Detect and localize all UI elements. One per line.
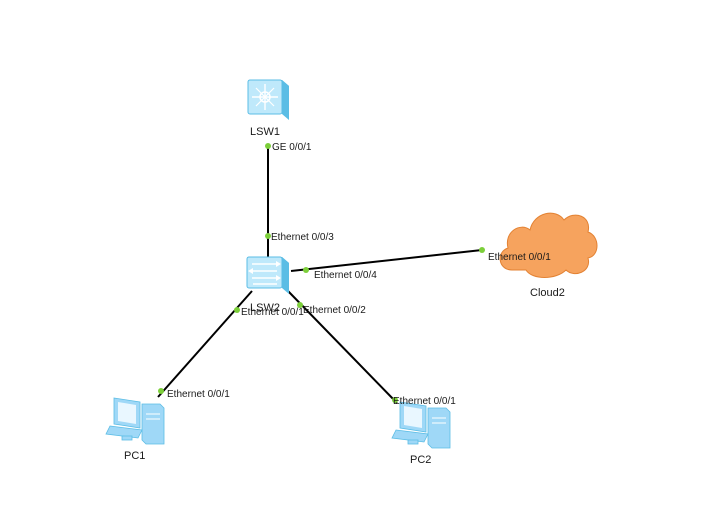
port-dot-lsw2-e001: [234, 307, 240, 313]
device-label-cloud2: Cloud2: [530, 287, 565, 299]
port-dot-lsw1-ge001: [265, 143, 271, 149]
port-label-pc1-e001: Ethernet 0/0/1: [167, 389, 230, 400]
port-dot-lsw2-e002: [297, 302, 303, 308]
device-lsw1[interactable]: LSW1: [247, 79, 289, 138]
port-label-lsw2-e002: Ethernet 0/0/2: [303, 305, 366, 316]
link-lsw2-cloud2[interactable]: [290, 249, 483, 272]
device-label-pc2: PC2: [410, 454, 431, 466]
port-label-lsw2-e004: Ethernet 0/0/4: [314, 270, 377, 281]
port-dot-lsw2-e003: [265, 233, 271, 239]
device-label-lsw2: LSW2: [250, 302, 280, 314]
port-label-pc2-e001: Ethernet 0/0/1: [393, 396, 456, 407]
port-label-lsw2-e001: Ethernet 0/0/1: [241, 307, 304, 318]
port-dot-pc2-e001: [392, 397, 398, 403]
switch-icon: [246, 256, 289, 294]
pc-icon: [391, 401, 451, 449]
pc-icon: [105, 397, 165, 445]
device-label-pc1: PC1: [124, 450, 145, 462]
device-cloud2[interactable]: Cloud2: [499, 212, 598, 299]
device-pc1[interactable]: PC1: [105, 397, 165, 462]
cloud-icon: [499, 212, 598, 278]
device-lsw2[interactable]: LSW2: [246, 256, 289, 314]
core-switch-icon: [247, 79, 289, 120]
link-lsw2-pc2[interactable]: [287, 290, 398, 404]
port-label-cloud2-e001: Ethernet 0/0/1: [488, 252, 551, 263]
port-dot-lsw2-e004: [303, 267, 309, 273]
port-label-lsw2-e003: Ethernet 0/0/3: [271, 232, 334, 243]
device-pc2[interactable]: PC2: [391, 401, 451, 466]
port-dot-pc1-e001: [158, 388, 164, 394]
link-lsw2-pc1[interactable]: [157, 290, 253, 398]
port-label-lsw1-ge001: GE 0/0/1: [272, 142, 312, 153]
device-label-lsw1: LSW1: [250, 126, 280, 138]
port-dot-cloud2-e001: [479, 247, 485, 253]
